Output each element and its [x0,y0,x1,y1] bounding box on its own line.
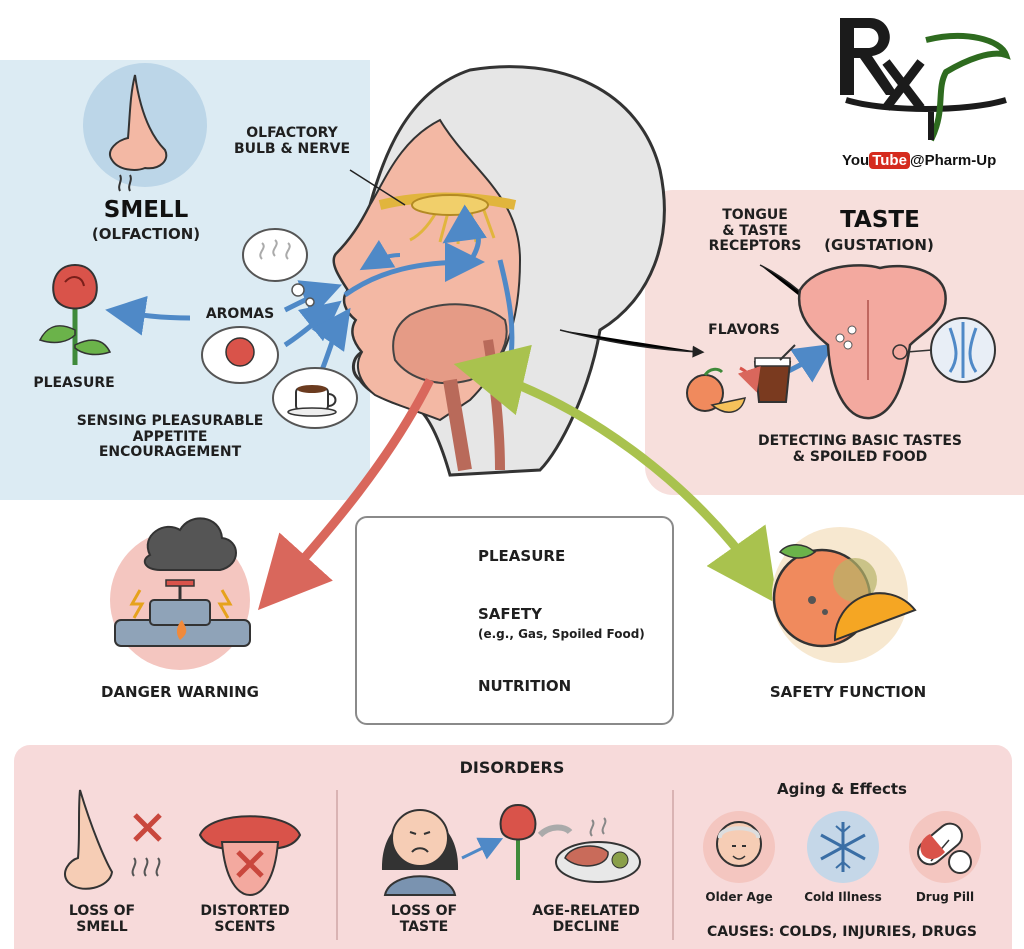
youtube-you: You [842,152,870,169]
loss-taste-line-2: TASTE [399,918,449,935]
flavors-label: FLAVORS [708,322,780,338]
safety-function-label: SAFETY FUNCTION [769,683,927,701]
drink-glass-icon [737,344,796,403]
olfactory-line-1: OLFACTORY [246,125,338,141]
rose-cloud-icon [201,326,279,384]
pleasure-label: PLEASURE [33,375,115,391]
cold-illness-label: Cold Illness [804,890,882,904]
distorted-scents-mouth-icon [198,815,302,897]
distorted-scents-label: DISTORTED SCENTS [180,903,310,935]
age-related-line-2: DECLINE [552,918,620,935]
age-related-decline-label: AGE-RELATED DECLINE [510,903,662,935]
nose-icon [83,63,207,192]
youtube-tube-badge: Tube [869,152,910,169]
olfactory-label: OLFACTORY BULB & NERVE [224,125,360,157]
causes-label: CAUSES: COLDS, INJURIES, DRUGS [707,924,977,940]
tongue-line-1: TONGUE [722,207,788,223]
aging-effects-title: Aging & Effects [777,780,907,798]
legend-nutrition-label: NUTRITION [478,677,572,695]
loss-of-smell-label: LOSS OF SMELL [50,903,154,935]
loss-taste-line-1: LOSS OF [390,903,458,919]
detecting-label: DETECTING BASIC TASTES & SPOILED FOOD [740,433,980,465]
olfactory-line-2: BULB & NERVE [233,140,351,157]
legend-safety-sub: (e.g., Gas, Spoiled Food) [478,627,645,641]
tongue-line-3: RECEPTORS [708,238,802,255]
aromas-label: AROMAS [205,306,275,322]
head-silhouette [332,65,666,477]
danger-warning-label: DANGER WARNING [101,683,259,701]
aroma-cloud-icon [242,228,315,307]
sensing-line-3: ENCOURAGEMENT [98,444,242,461]
taste-subtitle: (GUSTATION) [824,236,934,254]
distorted-line-1: DISTORTED [200,903,290,919]
loss-smell-line-1: LOSS OF [68,903,136,919]
disorders-divider-2 [672,790,674,940]
drug-pill-icon [909,811,981,883]
detecting-line-1: DETECTING BASIC TASTES [758,433,962,449]
coffee-cup-icon [272,367,358,429]
sensing-label: SENSING PLEASURABLE APPETITE ENCOURAGEME… [56,413,284,461]
smell-title: SMELL [103,197,189,223]
age-related-line-1: AGE-RELATED [532,903,640,919]
legend-box [355,516,674,725]
drug-pill-label: Drug Pill [915,890,975,904]
detecting-line-2: & SPOILED FOOD [792,448,928,465]
sad-woman-icon [381,809,459,896]
spoiled-fruit-icon [772,527,917,663]
age-decline-rose-icon [461,803,537,880]
snowflake-cold-illness-icon [807,811,879,883]
older-age-label: Older Age [705,890,773,904]
tongue-icon [797,264,947,420]
disorders-divider-1 [336,790,338,940]
legend-safety-label: SAFETY [478,605,542,623]
taste-title: TASTE [840,207,920,233]
loss-of-taste-label: LOSS OF TASTE [372,903,476,935]
rx-snake-logo-icon [840,18,1011,142]
peach-icon [686,367,746,413]
disorders-title: DISORDERS [459,758,565,777]
legend-pleasure-label: PLEASURE [478,547,566,565]
sensing-line-1: SENSING PLEASURABLE [76,413,264,429]
distorted-line-2: SCENTS [214,918,276,935]
gas-pipe-danger-icon [110,517,251,670]
rose-pleasure-icon [38,263,112,365]
channel-handle: @Pharm-Up [909,152,997,169]
spoiled-food-plate-icon [537,817,641,883]
smell-subtitle: (OLFACTION) [91,225,201,243]
older-age-icon [703,811,775,883]
taste-bud-magnified-icon [906,317,996,383]
tongue-receptors-label: TONGUE & TASTE RECEPTORS [700,207,810,255]
sensing-line-2: APPETITE [132,428,208,445]
loss-smell-line-2: SMELL [76,918,128,935]
loss-of-smell-nose-icon [64,789,162,890]
tongue-line-2: & TASTE [722,222,788,239]
